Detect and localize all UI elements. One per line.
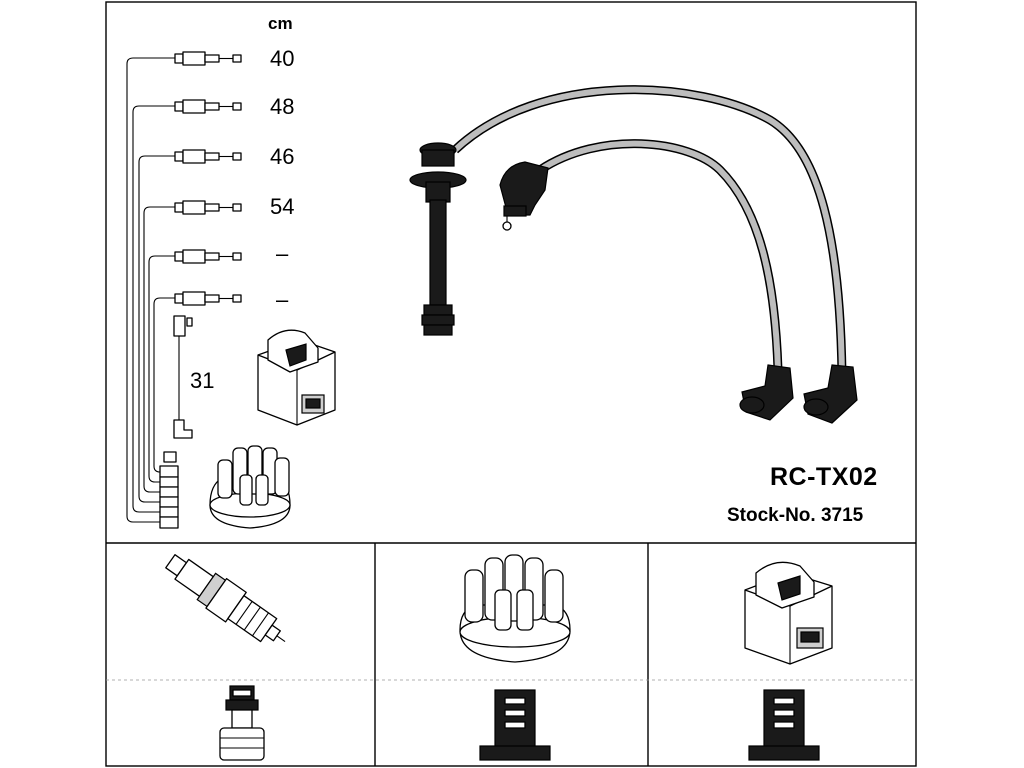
unit-label: cm	[268, 14, 293, 33]
lead-length-5: –	[276, 241, 289, 266]
angled-boot-icon	[499, 161, 549, 231]
lead-length-1: 40	[270, 46, 295, 71]
spark-plug-icon	[165, 554, 286, 643]
ignition-coil-icon	[744, 561, 833, 665]
coil-terminal-icon	[748, 689, 820, 761]
ignition-coil-small-icon	[257, 329, 336, 426]
lead-length-6: –	[276, 287, 289, 312]
terminal-stack	[159, 451, 179, 529]
lead-end-boot-1-icon	[739, 364, 794, 421]
wire-set-schematic	[126, 51, 336, 529]
lead-connectors	[174, 51, 242, 306]
coil-lead	[173, 315, 193, 439]
product-code: RC-TX02	[770, 463, 878, 491]
distributor-cap-small-icon	[209, 445, 291, 529]
stock-number: Stock-No. 3715	[727, 505, 864, 526]
lead-length-3: 46	[270, 144, 295, 169]
coil-lead-length: 31	[190, 368, 215, 393]
lead-end-boot-2-icon	[803, 364, 858, 424]
distributor-cap-icon	[459, 554, 571, 663]
lead-length-4: 54	[270, 194, 295, 219]
lead-illustration	[409, 85, 858, 424]
spark-plug-boot-large-icon	[409, 142, 467, 336]
lead-length-2: 48	[270, 94, 295, 119]
distributor-terminal-icon	[479, 689, 551, 761]
frame-lines	[105, 1, 917, 767]
spark-plug-boot-icon	[219, 685, 265, 761]
